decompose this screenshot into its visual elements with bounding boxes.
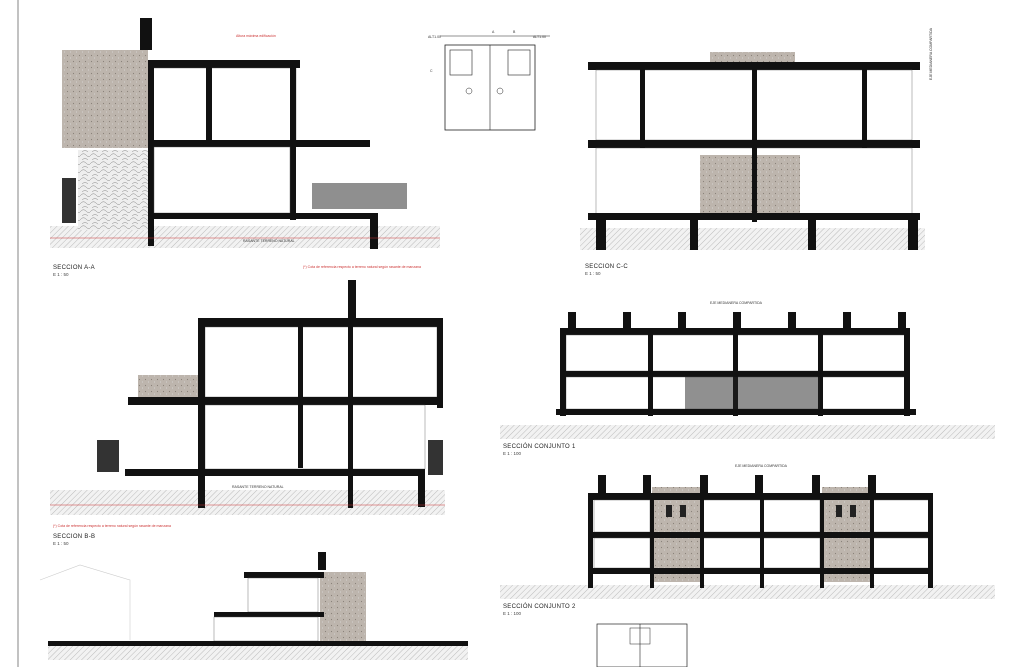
ground-label: RASANTE TERRENO NATURAL [243, 239, 295, 243]
section-scale: E 1 : 50 [53, 272, 69, 277]
section-scale: E 1 : 100 [503, 451, 522, 456]
cut-a: A [492, 30, 495, 34]
cut-b: B [513, 30, 516, 34]
partial-plan [596, 623, 688, 667]
ground-label: RASANTE TERRENO NATURAL [232, 485, 284, 489]
section-b-b: RASANTE TERRENO NATURAL (*) Cota de refe… [50, 280, 445, 546]
section-note: (*) Cota de referencia respecto a terren… [303, 265, 421, 269]
level-left: ALT1.00 [428, 35, 441, 39]
axis-label: EJE MEDIANERA COMPARTIDA [929, 27, 933, 80]
section-title: SECCION A-A [53, 265, 95, 271]
section-conjunto-1: EJE MEDIANERA COMPARTIDA SECCIÓN CONJUNT… [500, 301, 995, 456]
section-conjunto-2: EJE MEDIANERA COMPARTIDA SECCIÓN CONJUNT… [500, 464, 995, 616]
section-scale: E 1 : 100 [503, 611, 522, 616]
axis-label: EJE MEDIANERA COMPARTIDA [735, 464, 788, 468]
section-scale: E 1 : 50 [53, 541, 69, 546]
section-title: SECCIÓN CONJUNTO 2 [503, 603, 576, 610]
partial-elevation [39, 552, 468, 660]
section-scale: E 1 : 50 [585, 271, 601, 276]
section-note: (*) Cota de referencia respecto a terren… [53, 524, 171, 528]
cut-c: C [430, 69, 433, 73]
level-right: ALT1.00 [533, 35, 546, 39]
axis-label: EJE MEDIANERA COMPARTIDA [710, 301, 763, 305]
section-c-c: EJE MEDIANERA COMPARTIDA SECCION C-C E 1… [580, 27, 933, 276]
height-note: Altura máxima edificación [236, 34, 276, 38]
section-a-a: RASANTE TERRENO NATURAL Altura máxima ed… [50, 18, 440, 277]
section-title: SECCION B-B [53, 534, 95, 540]
section-title: SECCION C-C [585, 264, 628, 270]
key-plan: ALT1.00 ALT1.00 A B C [428, 30, 550, 131]
section-title: SECCIÓN CONJUNTO 1 [503, 443, 576, 450]
